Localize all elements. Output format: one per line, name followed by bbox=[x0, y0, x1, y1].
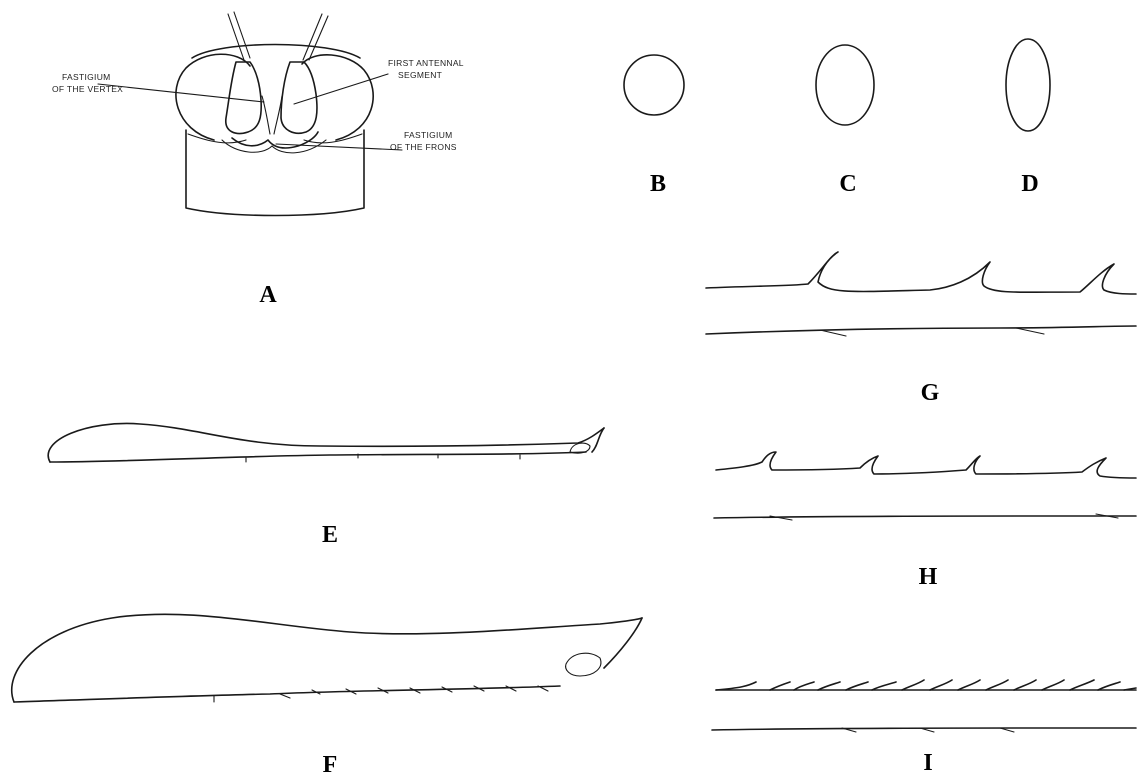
eye-shape-elongate bbox=[1006, 39, 1050, 131]
panel-i-spines-drawing bbox=[712, 680, 1136, 732]
panel-f-femur-drawing bbox=[12, 614, 642, 702]
panel-label-c: C bbox=[839, 171, 856, 197]
label-fastigium-vertex-line1: FASTIGIUM bbox=[62, 72, 111, 82]
panel-label-e: E bbox=[322, 522, 338, 548]
label-fastigium-frons-line1: FASTIGIUM bbox=[404, 130, 453, 140]
label-fastigium-frons-line2: OF THE FRONS bbox=[390, 142, 457, 152]
panel-label-g: G bbox=[921, 380, 940, 406]
panel-h-spines-drawing bbox=[714, 452, 1136, 520]
panel-label-d: D bbox=[1021, 171, 1038, 197]
panel-label-f: F bbox=[323, 752, 338, 776]
panel-e-femur-drawing bbox=[48, 423, 604, 462]
panel-g-spines-drawing bbox=[706, 252, 1136, 336]
panel-a-head-drawing bbox=[98, 12, 402, 216]
label-first-antennal-line2: SEGMENT bbox=[398, 70, 442, 80]
panel-label-a: A bbox=[259, 282, 277, 308]
label-fastigium-vertex-line2: OF THE VERTEX bbox=[52, 84, 123, 94]
panel-label-i: I bbox=[923, 750, 932, 776]
eye-shape-oval bbox=[816, 45, 874, 125]
panel-label-b: B bbox=[650, 171, 666, 197]
panel-label-h: H bbox=[919, 564, 938, 590]
label-first-antennal-line1: FIRST ANTENNAL bbox=[388, 58, 464, 68]
panel-a-annotations: FASTIGIUM OF THE VERTEX FIRST ANTENNAL S… bbox=[52, 58, 464, 152]
eye-shape-round bbox=[624, 55, 684, 115]
